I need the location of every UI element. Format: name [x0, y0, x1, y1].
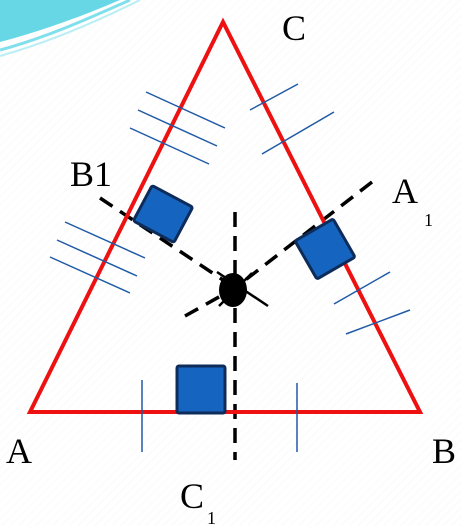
foot-label-a1-subscript: 1 — [424, 210, 433, 230]
corner-swoosh-fill — [0, 0, 120, 42]
vertex-label-b: B — [432, 431, 456, 471]
foot-label-c1: C — [180, 476, 204, 516]
tick-upper-right-1 — [249, 83, 299, 111]
dashed-line-b1 — [99, 196, 236, 290]
tick-upper-left-2 — [137, 109, 218, 147]
corner-swoosh-line — [0, 0, 131, 52]
center-point — [216, 270, 269, 308]
right-angle-marker-right — [294, 218, 356, 280]
tick-upper-left-3 — [129, 127, 210, 165]
dashed-line-extension — [184, 286, 236, 318]
corner-decoration — [0, 0, 141, 57]
vertex-label-a: A — [6, 431, 32, 471]
corner-swoosh-line-2 — [0, 0, 141, 57]
triangle-abc — [26, 17, 424, 414]
right-angle-markers — [132, 184, 356, 415]
vertex-label-c: C — [282, 8, 306, 48]
foot-label-b1: B1 — [70, 154, 112, 194]
tick-upper-left-1 — [145, 91, 226, 129]
tick-marks — [49, 83, 411, 452]
tick-lower-right-2 — [345, 309, 411, 335]
tick-lower-left-2 — [56, 239, 138, 277]
center-point-cross-1 — [216, 270, 269, 308]
tick-lower-left-1 — [64, 221, 146, 259]
right-angle-marker-left — [132, 184, 194, 244]
tick-lower-right-1 — [333, 271, 391, 305]
tick-lower-left-3 — [49, 256, 131, 294]
foot-label-c1-subscript: 1 — [207, 508, 216, 526]
right-angle-marker-bottom — [175, 364, 227, 415]
center-point-cross-2 — [218, 272, 253, 307]
tick-upper-right-2 — [261, 111, 335, 155]
foot-label-a1: A — [392, 171, 418, 211]
